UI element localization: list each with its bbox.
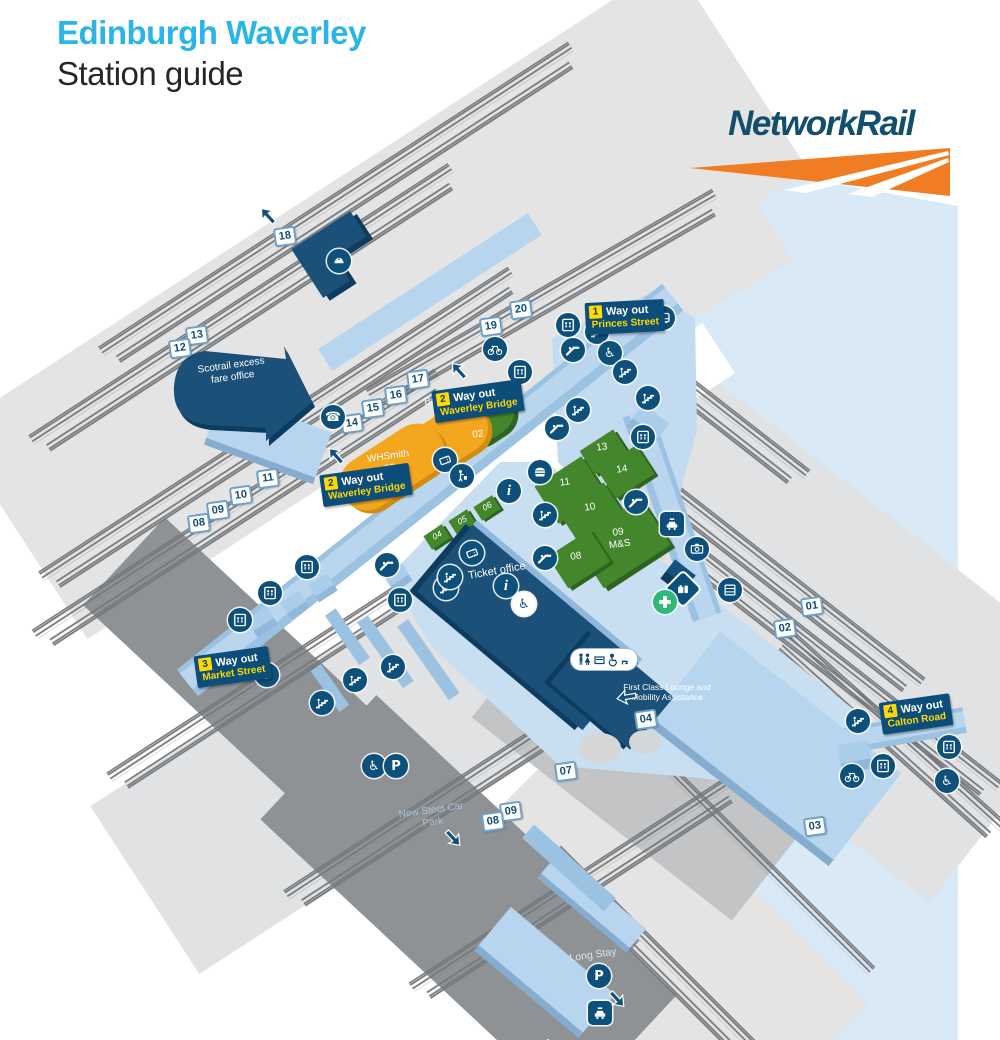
direction-arrow-icon	[612, 682, 642, 712]
escalator-icon	[624, 490, 648, 514]
lift-icon	[556, 313, 580, 337]
assistance-icon	[450, 464, 474, 488]
page-subtitle: Station guide	[57, 55, 244, 92]
stairs-icon	[613, 360, 637, 384]
platform-marker-12: 12	[167, 337, 193, 360]
platform-marker-16: 16	[383, 384, 409, 407]
stairs-icon	[533, 503, 557, 527]
stairs-icon	[566, 398, 590, 422]
escalator-icon	[533, 546, 557, 570]
info-icon: i	[497, 479, 521, 503]
kiosk-label-06: 06	[480, 499, 494, 513]
platform-marker-20: 20	[508, 298, 534, 321]
stairs-icon	[310, 691, 334, 715]
way-out-number: 1	[588, 305, 603, 319]
scotrail-office-label: Scotrail excess fare office	[197, 355, 266, 386]
tickets-icon	[433, 448, 457, 472]
way-out-number: 2	[323, 476, 339, 491]
network-rail-swoosh-icon	[690, 148, 950, 197]
platform-marker-11: 11	[255, 467, 281, 490]
network-rail-logo: NetworkRail	[688, 104, 954, 200]
lift-icon	[228, 608, 252, 632]
info-icon: i	[494, 574, 518, 598]
way-out-label: Way out	[605, 303, 649, 318]
platform-marker-15: 15	[360, 397, 386, 420]
platform-marker-19: 19	[478, 315, 504, 338]
camera-icon	[685, 537, 709, 561]
platform-marker-07: 07	[553, 760, 579, 783]
police-icon	[327, 249, 351, 273]
platform-marker-08: 08	[186, 512, 212, 535]
first-class-lounge-label: First Class Lounge and Mobility Assistan…	[623, 682, 711, 703]
direction-arrow-icon	[318, 438, 355, 475]
lift-icon	[871, 754, 895, 778]
lift-icon	[631, 425, 655, 449]
kiosk-label-04: 04	[430, 528, 444, 542]
retail-unit-label-10: 10	[583, 501, 597, 514]
platform-marker-10: 10	[228, 484, 254, 507]
lockers-icon	[718, 578, 742, 602]
lift-icon	[258, 581, 282, 605]
platform-marker-18: 18	[272, 225, 298, 248]
retail-unit-label-13: 13	[595, 441, 609, 454]
retail-unit-label-14: 14	[615, 463, 629, 476]
assist-icon: ♿	[512, 592, 536, 616]
direction-arrow-icon	[599, 981, 636, 1018]
wheelchair-icon: ♿	[935, 769, 959, 793]
direction-arrow-icon	[250, 198, 287, 235]
platform-marker-03: 03	[802, 815, 828, 838]
platform-marker-08: 08	[480, 810, 506, 833]
stairs-icon	[381, 655, 405, 679]
ms-label: 09 M&S	[608, 526, 632, 552]
lift-icon	[295, 555, 319, 579]
escalator-icon	[375, 553, 399, 577]
way-out-number: 2	[435, 392, 451, 407]
wheelchair-icon: ♿	[362, 754, 386, 778]
first-aid-icon	[653, 590, 677, 614]
taxi-icon	[660, 512, 684, 536]
long-stay-label: Long Stay	[568, 945, 618, 965]
stairs-icon	[846, 709, 870, 733]
lift-icon	[937, 735, 961, 759]
escalator-icon	[545, 416, 569, 440]
taxi-icon	[588, 1001, 612, 1025]
stairs-icon	[438, 565, 462, 589]
lift-icon	[388, 588, 412, 612]
retail-unit-label-08: 08	[569, 550, 583, 563]
cycle-icon	[483, 337, 507, 361]
network-rail-logo-text: NetworkRail	[728, 104, 915, 143]
food-icon	[528, 460, 552, 484]
stairs-icon	[343, 668, 367, 692]
direction-arrow-icon	[441, 353, 478, 390]
page-title: Edinburgh Waverley	[57, 14, 366, 51]
stairs-icon	[636, 386, 660, 410]
way-out-number: 4	[883, 703, 898, 719]
platform-marker-04: 04	[633, 708, 659, 731]
parking-icon: P	[587, 964, 611, 988]
platform-marker-01: 01	[799, 595, 825, 618]
retail-unit-label-11: 11	[559, 476, 571, 489]
tickets-icon	[460, 541, 484, 565]
kiosk-label-05: 05	[455, 513, 469, 527]
way-out-destination: Princes Street	[591, 316, 660, 331]
escalator-icon	[561, 338, 585, 362]
parking-icon: P	[384, 754, 408, 778]
unit-02-label: 02	[471, 428, 485, 441]
platform-marker-17: 17	[405, 368, 431, 391]
cycle-icon	[840, 764, 864, 788]
way-out-number: 3	[197, 657, 213, 672]
phone-icon: ☎	[321, 405, 345, 429]
direction-arrow-icon	[435, 820, 472, 857]
toilets-icon	[571, 649, 637, 670]
left-luggage-icon	[666, 572, 700, 606]
platform-marker-02: 02	[772, 617, 798, 640]
page-header: Edinburgh Waverley Station guide	[57, 14, 366, 93]
